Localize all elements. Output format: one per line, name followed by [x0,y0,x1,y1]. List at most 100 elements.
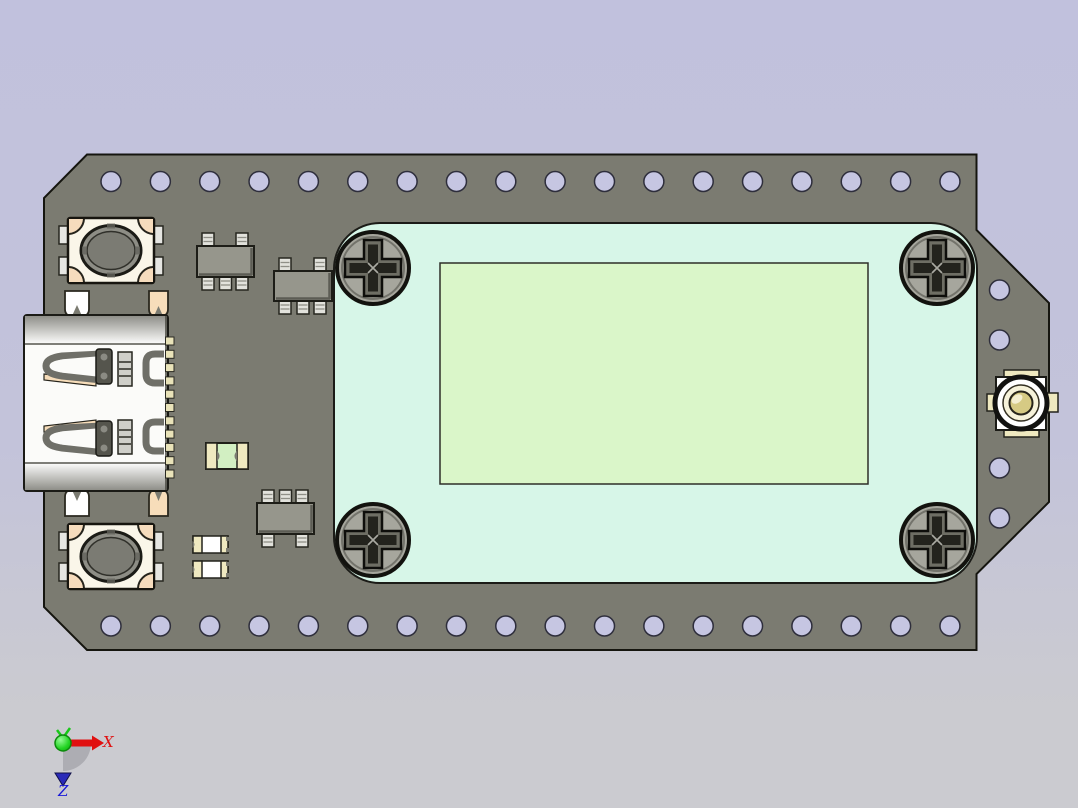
button-lead [153,225,164,245]
pin-hole [791,615,813,637]
button-plunger[interactable] [86,536,136,577]
ic-lead [261,532,275,548]
button-lead [58,562,69,582]
usb-pin [165,416,175,426]
pin-hole-rows [100,170,1011,637]
contact-anchor [95,420,113,457]
z-axis-arrowhead [54,772,72,787]
triad-shadow [63,743,91,771]
ic-lead [201,232,215,248]
pin-hole [988,279,1011,301]
button-corner-pad [137,525,153,541]
pin-hole [396,170,418,193]
pin-hole [100,615,122,637]
tactile-button-bottom[interactable] [52,508,170,605]
usb-shell-bottom-band [25,463,167,490]
pin-hole [396,615,418,637]
chip-notch [226,537,229,541]
led-notch [234,451,237,461]
pin-hole [100,170,122,193]
passive-chip-1 [192,535,229,554]
orientation-triad: X Z [54,727,115,800]
pin-hole [248,170,270,193]
button-lead [153,562,164,582]
screw-head-ring [341,508,405,572]
button-corner-pad [137,266,153,282]
x-axis-arrowhead [92,735,104,751]
triad-origin-ball [54,734,72,752]
chip-notch [226,562,229,566]
screw-head-ring [905,236,969,300]
display-screw-top-left [335,230,411,306]
plunger-tick [107,223,115,229]
chip-cap-right [220,535,229,554]
pin-hole [198,170,221,193]
pin-hole [643,170,665,193]
castellation-notch [154,306,163,316]
usb-bracket-bottom [142,418,164,455]
chip-notch [192,566,195,573]
pin-hole [988,329,1011,351]
contact-curl [100,425,108,433]
ic-lead [295,489,309,505]
button-plunger[interactable] [86,230,136,271]
pin-hole [889,615,912,637]
phillips-highlight [931,262,943,274]
button-corner-pad [69,219,85,235]
phillips-highlight [367,534,379,546]
button-lead [153,531,164,551]
display-screw-top-right [899,230,975,306]
display-screws [335,230,975,578]
chip-notch [226,573,229,577]
passive-chip-2 [192,560,229,579]
usb-center-contact-bottom [117,419,133,455]
pin-hole [692,170,714,193]
plunger-tick [82,246,87,255]
pin-hole [297,170,320,193]
tactile-button-top[interactable] [52,202,170,299]
sot23-ic-1 [196,232,255,291]
pin-hole [495,170,517,193]
ic-lead [313,257,327,273]
ic-lead [278,257,292,273]
chip-cap-right [220,560,229,579]
led-terminal-left [205,442,218,470]
usb-spring-contact-bottom [42,419,113,457]
plunger-tick [135,246,140,255]
screw-head-ring [905,508,969,572]
plunger-tick [135,552,140,561]
usb-pin [165,349,175,359]
button-corner-pad [137,572,153,588]
ic-lead [261,489,275,505]
usb-pin [165,456,175,466]
contact-anchor [95,348,113,385]
usb-pin-row [165,336,175,479]
x-axis-label: X [102,733,115,751]
led-terminal-right [236,442,249,470]
button-corner-pad [69,525,85,541]
usb-pin [165,363,175,373]
contact-gap [51,356,100,377]
usb-pin [165,389,175,399]
sot23-ic-2 [273,257,333,315]
z-axis-label: Z [57,782,69,800]
phillips-highlight [367,262,379,274]
pin-hole [939,615,961,637]
oled-display-module [333,222,978,584]
pin-hole [149,170,172,193]
pin-hole [840,170,862,193]
ic-lead [235,275,249,291]
ufl-antenna-connector [986,369,1059,438]
pin-hole [248,615,270,637]
usb-pin [165,442,175,452]
screw-head-ring [341,236,405,300]
plunger-tick [107,529,115,535]
pin-hole [692,615,714,637]
usb-c-connector [23,290,175,517]
ic-lead [218,275,233,291]
ic-package-body [196,245,255,278]
display-screw-bottom-left [335,502,411,578]
contact-gap [51,428,100,449]
display-screw-bottom-right [899,502,975,578]
